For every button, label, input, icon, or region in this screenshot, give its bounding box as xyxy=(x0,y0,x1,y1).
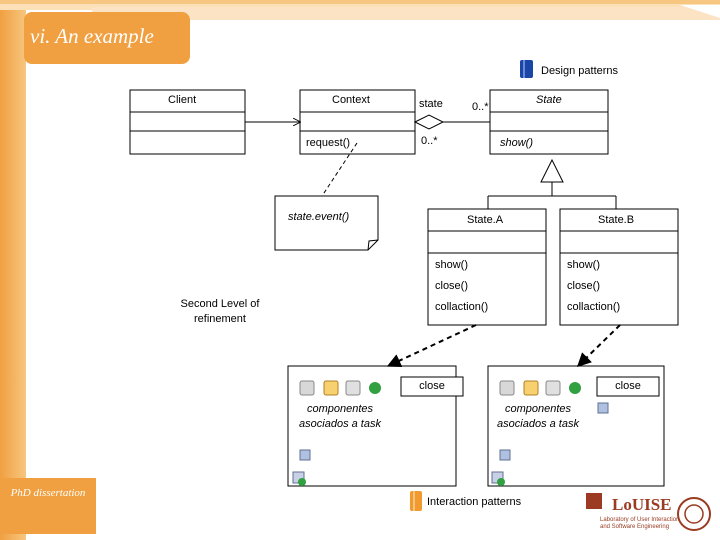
state-a-method: show() xyxy=(435,259,469,271)
louise-logo-emblem xyxy=(586,493,711,531)
close-button-right-frame xyxy=(596,376,660,397)
refinement-label: Second Level of refinement xyxy=(180,298,260,325)
louise-logo: LoUISE xyxy=(612,495,672,514)
client-class-name: Client xyxy=(168,94,197,106)
state-a-method: close() xyxy=(435,280,469,292)
state-class-box xyxy=(489,89,609,155)
note-text: state.event() xyxy=(288,211,350,223)
state-a-method: collaction() xyxy=(435,301,489,313)
book-icon xyxy=(520,60,533,78)
design-patterns-label: Design patterns xyxy=(541,65,619,77)
note-box xyxy=(274,142,379,251)
refinement-arrow-left xyxy=(386,324,477,368)
multiplicity-bottom: 0..* xyxy=(421,135,438,147)
state-b-name: State.B xyxy=(598,214,635,226)
close-button-left[interactable]: close xyxy=(419,380,445,392)
state-b-method: close() xyxy=(567,280,601,292)
state-a-name: State.A xyxy=(467,214,504,226)
client-class-box xyxy=(129,89,246,155)
state-b-method: show() xyxy=(567,259,601,271)
close-button-right[interactable]: close xyxy=(615,380,641,392)
slide-title: vi. An example xyxy=(30,24,154,48)
interaction-patterns-label: Interaction patterns xyxy=(427,496,522,508)
slide-footer: PhD dissertation xyxy=(10,487,86,499)
state-b-method: collaction() xyxy=(567,301,621,313)
state-method: show() xyxy=(500,137,534,149)
component-description-right: componentes asociados a task xyxy=(497,403,579,430)
refinement-arrow-right xyxy=(576,324,621,367)
context-method: request() xyxy=(306,137,351,149)
association-role: state xyxy=(419,98,443,110)
book-icon-interaction xyxy=(410,491,422,511)
component-description-left: componentes asociados a task xyxy=(299,403,381,430)
multiplicity-top: 0..* xyxy=(472,101,489,113)
context-class-name: Context xyxy=(332,94,370,106)
context-state-aggregation xyxy=(413,114,490,130)
generalization-arrow xyxy=(487,158,617,209)
context-class-box xyxy=(299,89,416,155)
state-a-class-box xyxy=(427,208,547,326)
louise-logo-subtitle: Laboratory of User Interaction and Softw… xyxy=(600,517,680,530)
close-button-left-frame xyxy=(400,376,464,397)
state-class-name: State xyxy=(536,94,562,106)
